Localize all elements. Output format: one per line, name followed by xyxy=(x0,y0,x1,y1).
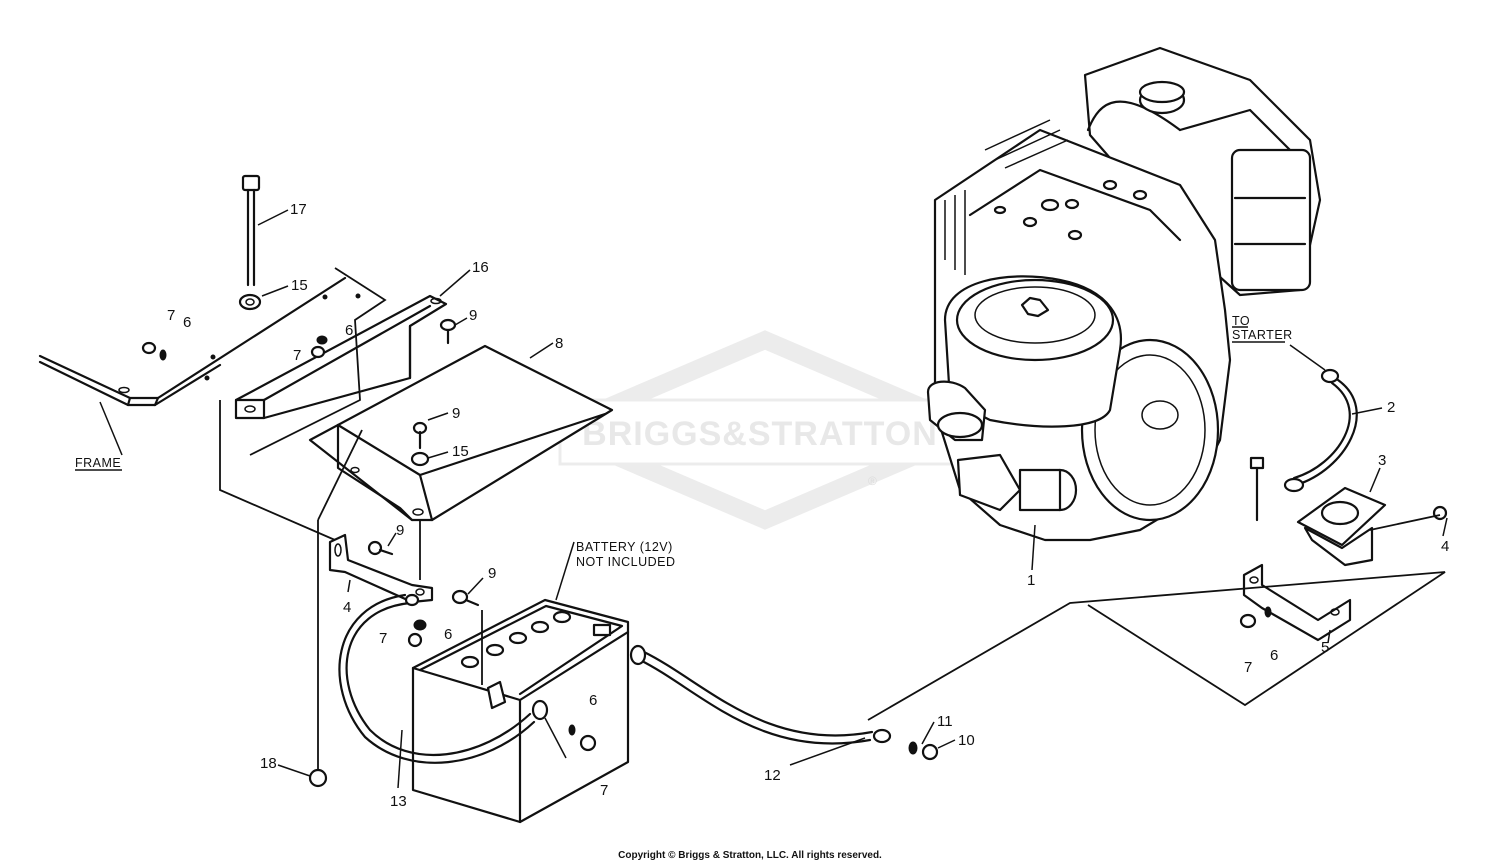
callout-17: 17 xyxy=(290,201,307,218)
nut-7-right xyxy=(1239,613,1257,629)
callout-6-right: 6 xyxy=(1270,647,1278,664)
battery xyxy=(411,598,630,824)
bolt-17 xyxy=(241,174,261,287)
battery-bracket-14 xyxy=(328,533,434,604)
battery-caps xyxy=(460,610,612,669)
washer-6-battery-left xyxy=(413,619,427,631)
callout-4-bracket: 4 xyxy=(343,599,351,616)
callout-6-mid: 6 xyxy=(345,322,353,339)
nut-7-upper-left xyxy=(141,341,157,355)
watermark-text: BRIGGS&STRATTON xyxy=(582,415,938,453)
callout-9-upper: 9 xyxy=(469,307,477,324)
callout-7-upper-left: 7 xyxy=(167,307,175,324)
nut-18 xyxy=(308,768,328,788)
bolt-9-tray xyxy=(412,421,428,450)
callout-9-tray: 9 xyxy=(452,405,460,422)
callout-5: 5 xyxy=(1321,639,1329,656)
callout-9-bracket: 9 xyxy=(396,522,404,539)
callout-7-battery-left: 7 xyxy=(379,630,387,647)
callout-8: 8 xyxy=(555,335,563,352)
washer-6-mid xyxy=(316,335,328,345)
head-bolts xyxy=(993,179,1148,241)
callout-13: 13 xyxy=(390,793,407,810)
copyright-notice: Copyright © Briggs & Stratton, LLC. All … xyxy=(618,850,882,861)
battery-label-line2: NOT INCLUDED xyxy=(576,555,676,569)
washer-6-battery-right xyxy=(568,724,576,736)
to-starter-label-line1: TO xyxy=(1232,314,1250,328)
solenoid-3 xyxy=(1296,486,1387,567)
leader-lines xyxy=(257,209,1448,789)
battery-label-line1: BATTERY (12V) xyxy=(576,540,673,554)
callout-18: 18 xyxy=(260,755,277,772)
callout-6-upper-left: 6 xyxy=(183,314,191,331)
callout-12: 12 xyxy=(764,767,781,784)
bolt-9-bracket xyxy=(367,540,394,556)
callout-1: 1 xyxy=(1027,572,1035,589)
nut-10 xyxy=(921,743,939,761)
nut-7-battery-left xyxy=(407,632,423,648)
callout-15-lower: 15 xyxy=(452,443,469,460)
nut-7-battery-right xyxy=(579,734,597,752)
washer-11 xyxy=(908,741,918,755)
callout-11: 11 xyxy=(937,713,953,730)
bolt-4 xyxy=(1432,505,1448,521)
assembly-lines xyxy=(219,267,1446,770)
callout-10: 10 xyxy=(958,732,975,749)
bolt-9-battery xyxy=(451,589,480,607)
bolt-solenoid-vertical xyxy=(1249,456,1265,522)
callout-6-battery-left: 6 xyxy=(444,626,452,643)
callout-6-battery-right: 6 xyxy=(589,692,597,709)
callout-3: 3 xyxy=(1378,452,1386,469)
frame-rail xyxy=(38,276,361,456)
positive-cable-12 xyxy=(629,644,892,745)
washer-6-right xyxy=(1264,606,1272,618)
engine xyxy=(926,46,1322,542)
callout-16: 16 xyxy=(472,259,489,276)
to-starter-label-line2: STARTER xyxy=(1232,328,1293,342)
nut-7-mid xyxy=(310,345,326,359)
washer-6-upper-left xyxy=(159,349,167,361)
callout-4: 4 xyxy=(1441,538,1449,555)
callout-numbers: 1 2 3 4 5 6 7 17 15 16 7 6 6 7 9 8 9 15 … xyxy=(167,201,1449,810)
mounting-bracket-5 xyxy=(1242,563,1352,642)
callout-7-mid: 7 xyxy=(293,347,301,364)
washer-15-lower xyxy=(410,451,430,467)
ground-cable-13 xyxy=(338,593,549,764)
callout-9-battery: 9 xyxy=(488,565,496,582)
callout-7-right: 7 xyxy=(1244,659,1252,676)
frame-label: FRAME xyxy=(75,456,121,470)
watermark: BRIGGS&STRATTON ® xyxy=(532,330,998,530)
battery-tray-8 xyxy=(308,344,614,522)
washer-15-upper xyxy=(238,293,262,311)
callout-2: 2 xyxy=(1387,399,1395,416)
starter-cable-2 xyxy=(1283,368,1358,493)
callout-7-battery-right: 7 xyxy=(600,782,608,799)
callout-15-upper: 15 xyxy=(291,277,308,294)
watermark-registered-mark: ® xyxy=(868,474,877,488)
bracket-16 xyxy=(234,294,448,420)
bolt-9-upper xyxy=(439,318,457,345)
